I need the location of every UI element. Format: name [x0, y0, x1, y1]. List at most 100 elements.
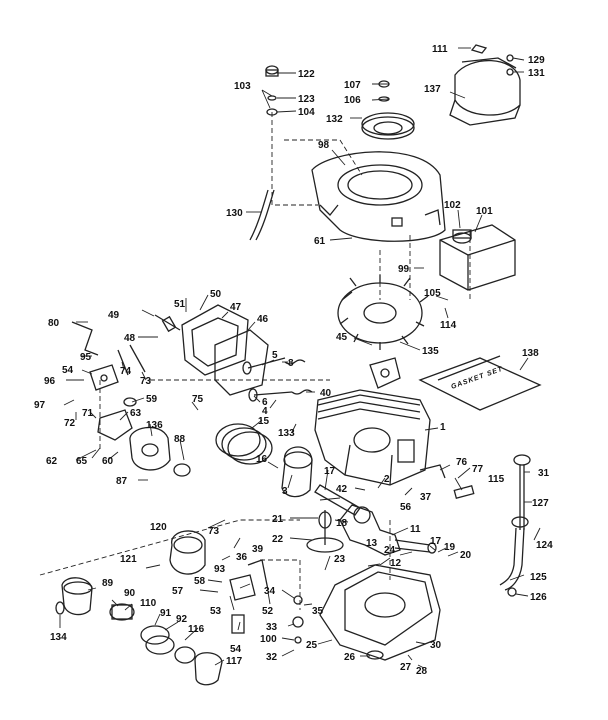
callout-54b: 54 — [230, 644, 242, 655]
callout-50: 50 — [210, 289, 222, 300]
callout-63: 63 — [130, 408, 142, 419]
callout-58: 58 — [194, 576, 206, 587]
callout-99: 99 — [398, 264, 410, 275]
callout-11: 11 — [410, 524, 421, 535]
callout-137: 137 — [424, 84, 441, 95]
callout-98: 98 — [318, 140, 330, 151]
callout-110: 110 — [140, 598, 157, 609]
callout-132: 132 — [326, 114, 343, 125]
callout-21: 21 — [272, 514, 284, 525]
callout-71: 71 — [82, 408, 94, 419]
callout-8: 8 — [288, 358, 294, 369]
muffler — [169, 530, 206, 575]
callout-107: 107 — [344, 80, 361, 91]
callout-101: 101 — [476, 206, 493, 217]
breather-tube — [249, 189, 275, 241]
callout-131: 131 — [528, 68, 545, 79]
callout-12: 12 — [390, 558, 402, 569]
callout-51: 51 — [174, 299, 186, 310]
callout-60: 60 — [102, 456, 114, 467]
callout-4: 4 — [262, 406, 268, 417]
callout-92: 92 — [176, 614, 188, 625]
valve-assembly — [242, 357, 313, 402]
callout-120: 120 — [150, 522, 167, 533]
governor-bracket — [89, 364, 119, 391]
callout-111: 111 — [432, 44, 448, 55]
callout-numbers: 111 129 131 122 103 123 104 107 106 137 … — [34, 44, 553, 677]
callout-127: 127 — [532, 498, 549, 509]
callout-24: 24 — [384, 545, 396, 556]
callout-32: 32 — [266, 652, 278, 663]
callout-57: 57 — [172, 586, 184, 597]
callout-96: 96 — [44, 376, 56, 387]
blower-housing — [311, 151, 446, 242]
carburetor — [129, 426, 191, 477]
callout-6: 6 — [262, 397, 268, 408]
callout-30: 30 — [430, 640, 442, 651]
callout-27: 27 — [400, 662, 412, 673]
assembly-dashed-lines — [39, 112, 471, 610]
callout-61: 61 — [314, 236, 326, 247]
camshaft — [306, 510, 344, 553]
dipstick — [513, 454, 531, 530]
callout-123: 123 — [298, 94, 315, 105]
callout-73: 73 — [140, 376, 152, 387]
callout-91: 91 — [160, 608, 172, 619]
small-brackets — [229, 559, 304, 644]
air-filter-parts — [55, 577, 223, 686]
callout-125: 125 — [530, 572, 547, 583]
piston-rings — [215, 423, 273, 465]
callout-62: 62 — [46, 456, 58, 467]
oil-fill-tube — [499, 516, 529, 597]
callout-122: 122 — [298, 69, 315, 80]
small-top-parts — [265, 44, 514, 116]
leader-lines — [59, 47, 541, 669]
cylinder-head — [181, 304, 249, 376]
callout-47: 47 — [230, 302, 242, 313]
fuel-tank — [439, 224, 516, 291]
callout-74: 74 — [120, 366, 132, 377]
callout-19: 19 — [444, 542, 456, 553]
callout-97: 97 — [34, 400, 46, 411]
callout-22: 22 — [272, 534, 284, 545]
callout-53: 53 — [210, 606, 222, 617]
callout-15: 15 — [258, 416, 270, 427]
callout-33: 33 — [266, 622, 278, 633]
callout-87: 87 — [116, 476, 128, 487]
callout-72: 72 — [64, 418, 76, 429]
callout-129: 129 — [528, 55, 545, 66]
callout-2: 2 — [384, 474, 390, 485]
callout-136: 136 — [146, 420, 163, 431]
callout-130: 130 — [226, 208, 243, 219]
callout-34: 34 — [264, 586, 276, 597]
crankshaft — [339, 504, 437, 556]
callout-106: 106 — [344, 95, 361, 106]
callout-77: 77 — [472, 464, 484, 475]
callout-102: 102 — [444, 200, 461, 211]
callout-40: 40 — [320, 388, 332, 399]
callout-90: 90 — [124, 588, 136, 599]
callout-75: 75 — [192, 394, 204, 405]
callout-3: 3 — [282, 486, 288, 497]
callout-37: 37 — [420, 492, 432, 503]
callout-135: 135 — [422, 346, 439, 357]
callout-114: 114 — [440, 320, 457, 331]
callout-89: 89 — [102, 578, 114, 589]
throttle-linkage — [71, 321, 146, 376]
callout-126: 126 — [530, 592, 547, 603]
callout-5: 5 — [272, 350, 278, 361]
callout-103: 103 — [234, 81, 251, 92]
callout-117: 117 — [226, 656, 243, 667]
callout-17b: 17 — [430, 536, 442, 547]
callout-76: 76 — [456, 457, 468, 468]
callout-121: 121 — [120, 554, 137, 565]
gasket-set-envelope: GASKET SET — [418, 355, 542, 411]
callout-56: 56 — [400, 502, 412, 513]
callout-49: 49 — [108, 310, 120, 321]
head-gasket — [214, 329, 269, 396]
callout-36: 36 — [236, 552, 248, 563]
callout-20: 20 — [460, 550, 472, 561]
air-cleaner-cover — [449, 57, 521, 126]
callout-124: 124 — [536, 540, 553, 551]
